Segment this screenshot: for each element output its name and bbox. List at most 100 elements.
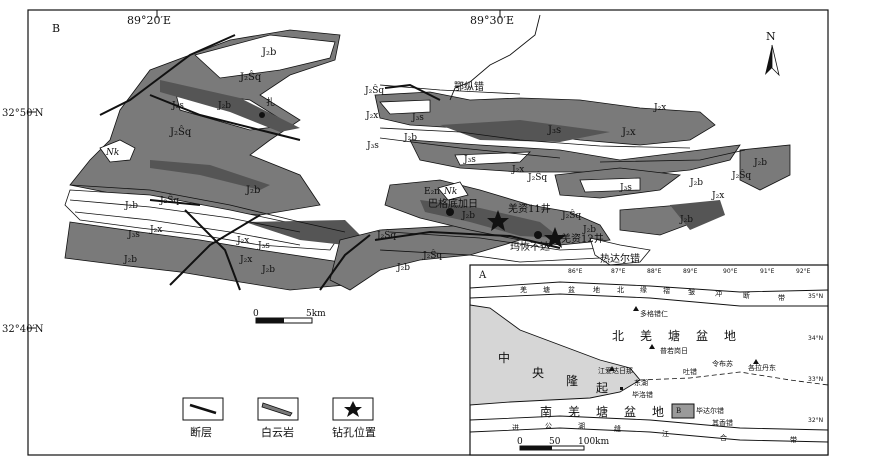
stratum-label: Nk [443,187,457,197]
stratum-label: J₂Ŝq [561,209,581,221]
stratum-label: J₂b [261,265,275,275]
svg-text:缝: 缝 [614,424,621,433]
scale-b-zero: 0 [253,309,259,319]
stratum-label: J₂b [124,201,138,211]
south-suture-line [469,415,829,431]
svg-text:89°E: 89°E [683,268,698,275]
lon-right-label: 89°30′E [470,14,514,27]
svg-text:东湖: 东湖 [634,378,648,387]
svg-text:86°E: 86°E [568,268,583,275]
inset-lat-ticks: 35°N 34°N 33°N 32°N [808,293,823,424]
svg-text:进: 进 [512,424,519,432]
stratum-label: J₂x [653,103,666,113]
stratum-label: J₂b [753,158,767,168]
star-icon [344,401,362,417]
svg-text:盆: 盆 [624,405,636,419]
svg-text:江: 江 [662,430,669,438]
svg-text:多格错仁: 多格错仁 [640,309,668,318]
south-suture-line-2 [469,427,829,443]
stratum-west-lower [64,221,346,291]
stratum-label: J₃s [171,101,184,111]
river-north [449,14,541,101]
stratum-label: J₂x [236,236,249,246]
stratum-label: J₂b [217,101,231,111]
stratum-label: J₃s [411,113,424,123]
stratum-label: J₃s [547,125,561,136]
stratum-label: J₃s [619,183,632,193]
legend [182,397,374,421]
panel-a-label: A [478,270,487,281]
svg-text:带: 带 [778,294,785,302]
stratum-label: J₂Ŝq [169,126,192,138]
graticule-ticks [28,10,501,329]
svg-text:吐错: 吐错 [683,367,697,376]
site-baqu [446,208,454,216]
svg-text:地: 地 [724,329,736,343]
well-12-star [544,227,566,248]
svg-text:公: 公 [545,422,552,430]
svg-text:合: 合 [720,433,727,442]
svg-text:起: 起 [596,381,608,395]
svg-text:中: 中 [498,350,510,365]
stratum-label: J₂Ŝq [422,249,442,261]
place-label: 巴格底加日 [428,197,478,210]
stratum-label: J₂x [239,255,252,265]
svg-text:毕达尔错: 毕达尔错 [696,406,724,415]
stratum-east-upper [374,91,716,146]
stratum-east-light-1 [379,99,431,115]
dolomite-west-1 [160,80,300,132]
svg-text:羌: 羌 [568,405,580,419]
svg-text:北: 北 [617,286,624,294]
stratum-label: Nk [105,148,119,158]
svg-text:92°E: 92°E [796,268,811,275]
svg-text:塘: 塘 [596,404,608,419]
svg-text:羌: 羌 [640,329,652,343]
north-label: N [766,30,776,43]
north-belt-line [469,281,829,293]
inset-markers [609,306,759,390]
svg-text:91°E: 91°E [760,268,775,275]
central-uplift-label: 中 央 隆 起 [498,350,608,395]
svg-text:B: B [676,407,681,415]
svg-text:北: 北 [612,329,624,343]
north-belt-label: 羌 塘 盆 地 北 缘 褶 皱 冲 断 带 [520,285,785,302]
svg-text:各拉丹东: 各拉丹东 [748,363,776,372]
svg-text:地: 地 [593,285,600,294]
stratum-label: J₂x [149,225,162,235]
stratum-label: J₂b [461,211,475,221]
place-label: 玛恢不达 [510,240,550,253]
drill-sites [259,112,566,248]
svg-text:地: 地 [652,405,664,419]
stratum-label: J₂b [245,185,260,196]
stratum-east-light-3 [579,177,641,193]
dolomite-east-1 [440,120,610,142]
stratum-label: J₂Ŝq [527,171,547,183]
panel-a-inset [469,264,829,456]
legend-dolomite-label: 白云岩 [261,425,294,439]
svg-text:缘: 缘 [640,285,647,294]
scale-a-zero: 0 [517,437,523,447]
stratum-label: J₂b [261,47,276,58]
svg-text:普若岗日: 普若岗日 [660,346,688,355]
place-label: 扎 [266,96,275,108]
svg-text:皱: 皱 [688,287,695,296]
dolomite-east-2 [670,200,725,230]
stratum-label: J₂Ŝq [376,229,396,241]
place-label: 鄂纵错 [454,80,484,93]
site-zhaqiu [259,112,265,118]
north-belt-line-2 [469,293,828,307]
svg-text:南: 南 [540,404,552,419]
svg-text:塘: 塘 [543,285,550,294]
svg-text:塘: 塘 [668,328,680,343]
svg-text:毕洛错: 毕洛错 [632,390,653,399]
scale-a-mid: 50 [549,437,561,447]
north-arrow-icon [765,44,780,77]
study-area-box [671,403,695,419]
legend-fault-label: 断层 [190,425,212,439]
svg-text:隆: 隆 [566,373,578,388]
stratum-center-lower [329,224,522,291]
stratum-label: J₂x [511,165,524,175]
stratum-label: J₂Ŝq [364,84,384,96]
